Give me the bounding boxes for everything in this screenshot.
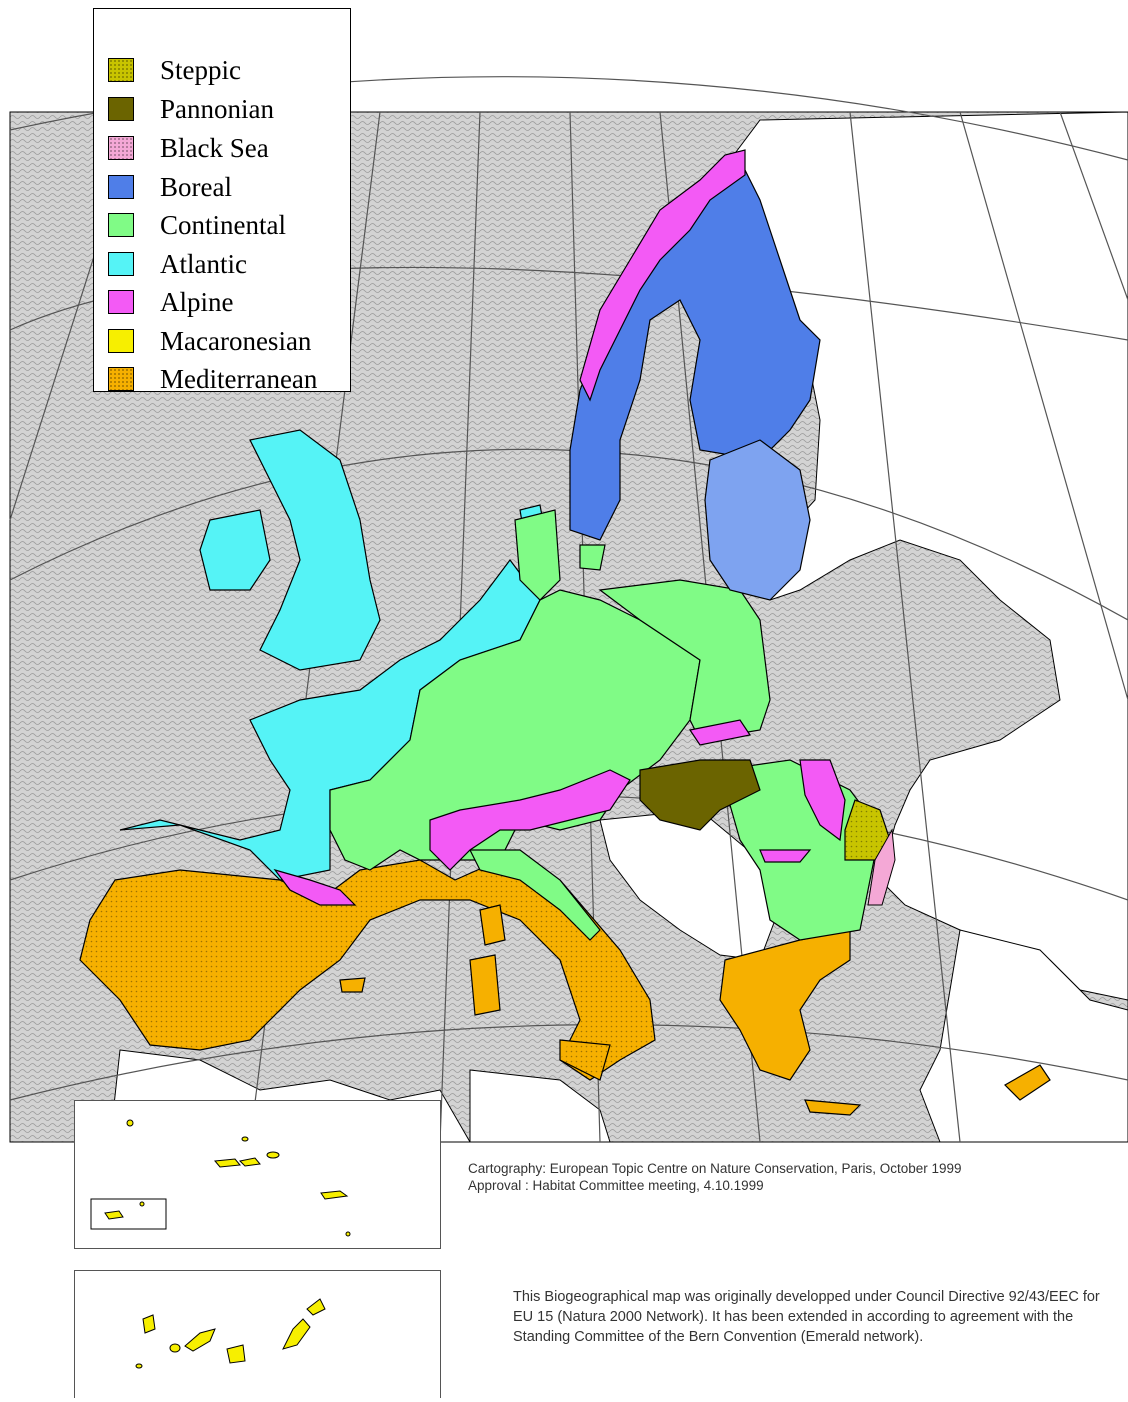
swatch-macaronesian [108,329,134,353]
legend-label-continental: Continental [160,210,286,240]
legend-label-pannonian: Pannonian [160,94,274,124]
region-boreal-baltic [704,439,811,601]
map-note: This Biogeographical map was originally … [513,1289,1100,1345]
legend-item-black-sea: Black Sea [108,133,269,163]
legend-label-mediterranean: Mediterranean [160,364,318,394]
legend-label-black-sea: Black Sea [160,133,269,163]
credit-cartography: Cartography: European Topic Centre on Na… [468,1161,962,1176]
inset-azores-madeira [74,1100,441,1249]
inset-canary-map [135,1298,326,1369]
legend-label-boreal: Boreal [160,172,232,202]
swatch-alpine [108,290,134,314]
legend-label-atlantic: Atlantic [160,249,247,279]
credit-approval: Approval : Habitat Committee meeting, 4.… [468,1178,764,1193]
inset-azores-map [90,1119,351,1237]
legend-item-continental: Continental [108,210,286,240]
legend-item-steppic: Steppic [108,55,241,85]
region-mediterranean-texture [80,860,655,1080]
legend-item-alpine: Alpine [108,287,234,317]
legend-item-pannonian: Pannonian [108,94,274,124]
region-atlantic [119,429,551,881]
region-steppic-texture [845,800,890,860]
swatch-pannonian [108,97,134,121]
swatch-atlantic [108,252,134,276]
legend-label-steppic: Steppic [160,55,241,85]
region-black-sea [867,828,896,906]
swatch-mediterranean [108,367,134,391]
region-alpine [273,149,846,906]
legend-item-boreal: Boreal [108,172,232,202]
swatch-steppic [108,58,134,82]
cartography-credits: Cartography: European Topic Centre on Na… [468,1160,962,1194]
swatch-black-sea [108,136,134,160]
swatch-continental [108,213,134,237]
swatch-boreal [108,175,134,199]
map-legend: Steppic Pannonian Black Sea Boreal Conti… [93,8,351,394]
legend-item-atlantic: Atlantic [108,249,247,279]
legend-item-mediterranean: Mediterranean [108,364,317,394]
legend-label-macaronesian: Macaronesian [160,326,312,356]
legend-label-alpine: Alpine [160,287,234,317]
region-pannonian [639,759,761,831]
inset-canary-islands [74,1270,441,1398]
legend-item-macaronesian: Macaronesian [108,326,311,356]
